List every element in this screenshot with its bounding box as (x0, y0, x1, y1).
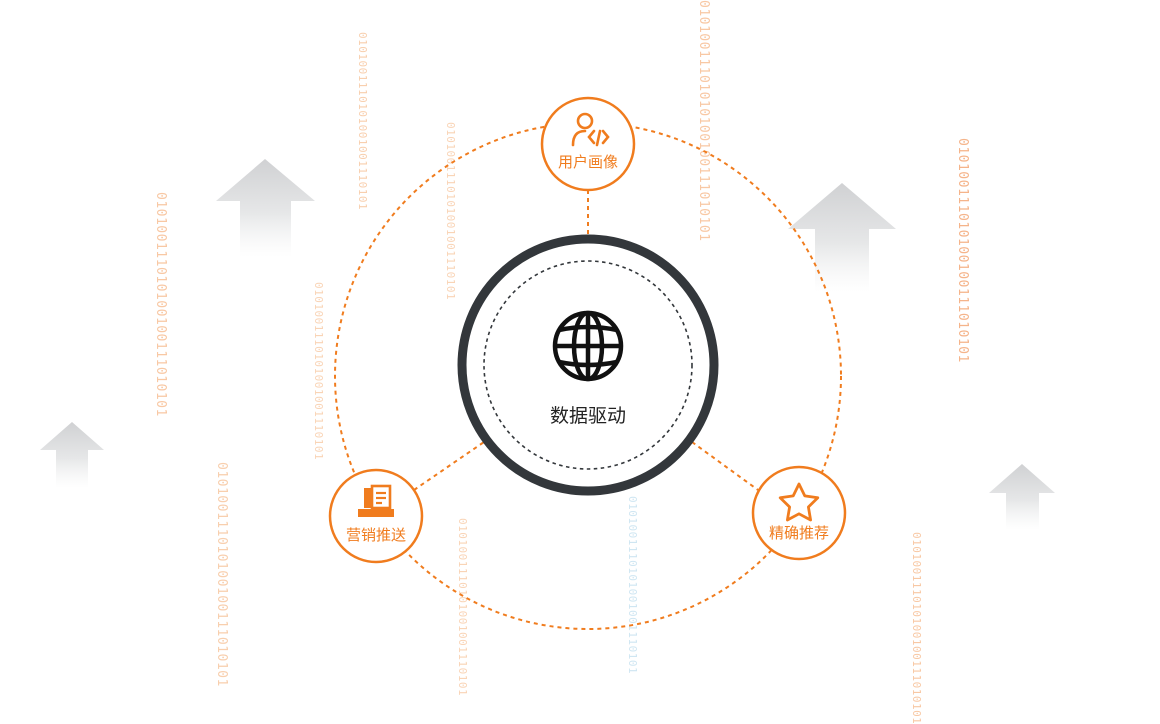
globe-icon (552, 310, 624, 382)
up-arrow-icon (40, 422, 104, 488)
up-arrow-icon (989, 464, 1055, 530)
marketing-push-label: 营销推送 (345, 526, 406, 544)
center-hub-inner-ring (483, 260, 693, 470)
binary-stream: 0101001110101001001110101 (312, 282, 325, 461)
user-profile-node (540, 96, 636, 192)
binary-stream: 0101001110101001001110101 (456, 518, 469, 697)
binary-stream: 01010011101010100100111010101 (696, 0, 711, 242)
binary-stream: 010100111010100100111010101 (910, 532, 923, 724)
binary-stream: 010100111010100100111010101 (214, 462, 229, 687)
center-label: 数据驱动 (549, 405, 626, 427)
binary-stream: 010100111010100100111010101 (955, 138, 970, 363)
precise-recommend-label: 精确推荐 (768, 524, 829, 542)
user-code-icon (571, 112, 610, 147)
up-arrow-icon (788, 183, 896, 292)
diagram-graphic (40, 96, 1055, 630)
diagram-stage: 010100111010100100111010101 010100111010… (40, 0, 1055, 724)
up-arrow-icon (216, 159, 315, 257)
connector-line (413, 441, 485, 491)
orbit-ring (334, 122, 842, 630)
binary-stream: 010100111010100100111010101 (153, 192, 168, 417)
document-tray-icon (358, 484, 394, 517)
star-icon (778, 482, 820, 522)
connector-line (691, 441, 759, 491)
binary-stream: 0101001110101001001110101 (356, 32, 369, 211)
user-profile-label: 用户画像 (557, 153, 618, 171)
binary-stream: 0101001110101001001110101 (626, 496, 639, 675)
